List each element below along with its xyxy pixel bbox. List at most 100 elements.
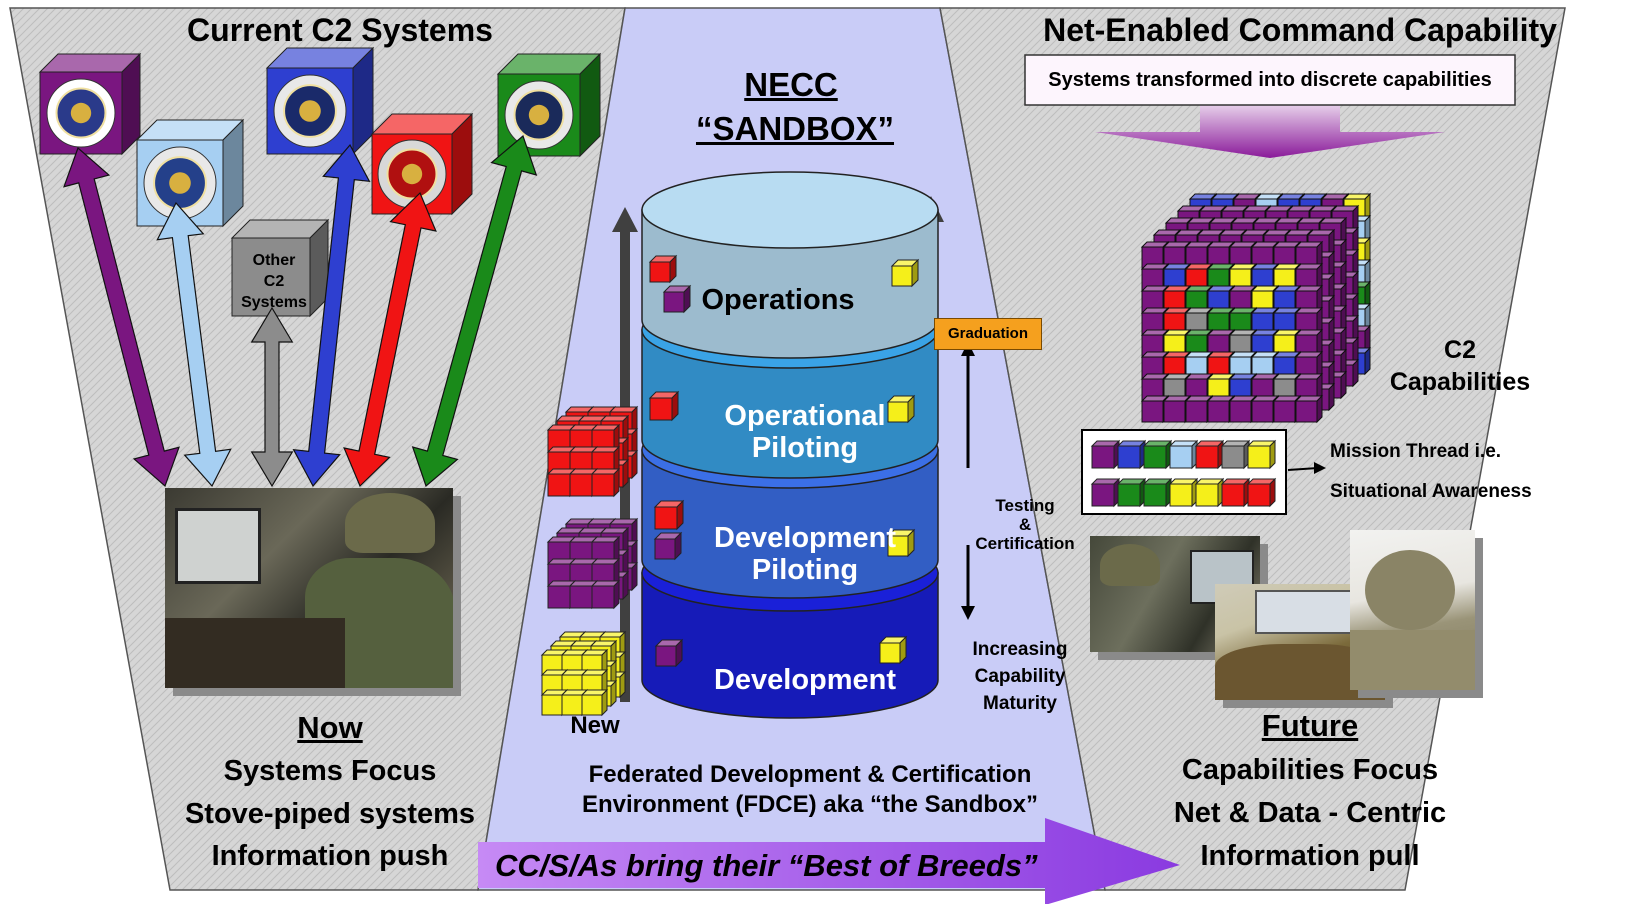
layer-label-line: Development xyxy=(713,522,897,554)
layer-label-operational-piloting: Operational Piloting xyxy=(690,400,920,464)
cluster-cube xyxy=(590,579,621,610)
testing-line: & xyxy=(1018,515,1032,534)
testing-line: Testing xyxy=(995,496,1055,515)
helmet-shape xyxy=(345,493,435,553)
other-label-line: Other xyxy=(252,252,296,269)
future-line-2: Net & Data - Centric xyxy=(1173,797,1447,829)
layer-label-line: Development xyxy=(713,664,897,696)
capability-cube xyxy=(1294,394,1324,424)
c2-label-line: Capabilities xyxy=(1389,368,1531,396)
mission-cube xyxy=(1168,439,1199,470)
other-label-line: C2 xyxy=(263,273,285,290)
navy-seal-icon xyxy=(273,74,347,148)
capability-cube-clusters xyxy=(540,254,920,717)
mission-cube xyxy=(1194,439,1225,470)
marine-corps-link-arrow xyxy=(343,191,437,488)
cube-yellow-small xyxy=(890,258,920,288)
soldier-workstation-photo xyxy=(165,488,453,688)
yellow-cube-cluster xyxy=(540,630,627,717)
now-line-1: Systems Focus xyxy=(223,755,437,787)
mission-thread-line-2: Situational Awareness xyxy=(1330,481,1532,502)
capability-cube xyxy=(1294,262,1324,292)
cube-purple-small xyxy=(662,284,692,314)
maturity-line: Capability xyxy=(974,666,1066,687)
army-seal-icon xyxy=(504,80,574,150)
monitor-shape xyxy=(175,508,261,584)
cube-yellow-small xyxy=(886,394,916,424)
testing-arrows xyxy=(961,342,975,620)
transform-box-text: Systems transformed into discrete capabi… xyxy=(1048,69,1492,91)
new-label: New xyxy=(570,712,620,739)
maturity-label: Increasing Capability Maturity xyxy=(960,636,1080,717)
navy-link-arrow xyxy=(292,143,371,488)
mission-cube xyxy=(1116,439,1147,470)
best-of-breeds-text: CC/S/As bring their “Best of Breeds” xyxy=(495,848,1038,883)
left-title: Current C2 Systems xyxy=(187,12,493,48)
mission-thread-line-1: Mission Thread i.e. xyxy=(1330,441,1502,462)
future-heading: Future xyxy=(1261,708,1359,743)
capability-cube xyxy=(1294,372,1324,402)
mission-thread-arrow xyxy=(1287,462,1326,474)
other-c2-systems-cube xyxy=(230,218,330,318)
marine-corps-seal-icon xyxy=(377,139,447,209)
mission-cube xyxy=(1220,477,1251,508)
testing-line: Certification xyxy=(975,534,1075,553)
fdce-line-2: Environment (FDCE) aka “the Sandbox” xyxy=(581,791,1039,818)
cube-red-small xyxy=(653,499,685,531)
capability-cube xyxy=(1294,328,1324,358)
cube-red-small xyxy=(648,254,678,284)
cylinder-layer xyxy=(641,171,939,359)
system-connection-arrows xyxy=(63,134,538,488)
sandbox-title: “SANDBOX” xyxy=(695,110,895,147)
layer-label-line: Operational xyxy=(724,400,886,432)
mission-cube xyxy=(1194,477,1225,508)
mission-cube xyxy=(1090,439,1121,470)
maturity-line: Maturity xyxy=(983,693,1057,714)
c2-capabilities-cube xyxy=(1140,192,1372,424)
capability-cube xyxy=(1294,240,1324,270)
layer-label-development: Development xyxy=(680,664,930,696)
other-label-line: Systems xyxy=(241,294,307,311)
desk-shape xyxy=(165,618,345,688)
capability-cube xyxy=(1228,328,1258,358)
c2-capabilities-label: C2 Capabilities xyxy=(1375,334,1545,398)
cube-purple-small xyxy=(653,531,683,561)
mission-cube xyxy=(1142,439,1173,470)
capability-cube xyxy=(1294,350,1324,380)
necc-title: NECC xyxy=(744,66,838,103)
testing-label: Testing & Certification xyxy=(965,496,1085,553)
mission-cube xyxy=(1090,477,1121,508)
helmet-shape xyxy=(1365,550,1455,630)
c2-label-line: C2 xyxy=(1444,336,1476,364)
cluster-cube xyxy=(580,688,609,717)
other-c2-link-arrow xyxy=(250,306,294,488)
future-line-1: Capabilities Focus xyxy=(1181,754,1439,786)
cluster-cube xyxy=(590,467,621,498)
mission-thread-cubes xyxy=(1090,439,1277,508)
transform-box-border xyxy=(1024,54,1516,106)
mission-cube xyxy=(1246,477,1277,508)
fdce-line-1: Federated Development & Certification xyxy=(588,761,1032,788)
army-link-arrow xyxy=(411,134,538,488)
now-heading: Now xyxy=(297,710,363,745)
dod-seal-icon xyxy=(46,78,116,148)
future-photo-soldier xyxy=(1350,530,1475,690)
purple-cube-cluster xyxy=(546,517,639,610)
future-line-3: Information pull xyxy=(1200,840,1420,872)
layer-label-development-piloting: Development Piloting xyxy=(680,522,930,586)
mission-cube xyxy=(1220,439,1251,470)
dod-link-arrow xyxy=(63,146,180,488)
layer-label-line: Piloting xyxy=(751,432,859,464)
layer-label-line: Piloting xyxy=(751,554,859,586)
mission-cube xyxy=(1142,477,1173,508)
now-line-3: Information push xyxy=(211,840,449,872)
cube-yellow-small xyxy=(878,635,908,665)
layer-label-operations: Operations xyxy=(678,284,878,316)
capability-cube xyxy=(1306,228,1336,258)
cube-purple-small xyxy=(654,638,684,668)
cube-red-small xyxy=(648,390,680,422)
best-of-breeds-banner xyxy=(478,818,1180,904)
mission-cube xyxy=(1246,439,1277,470)
shoulder-shape xyxy=(1350,630,1475,690)
